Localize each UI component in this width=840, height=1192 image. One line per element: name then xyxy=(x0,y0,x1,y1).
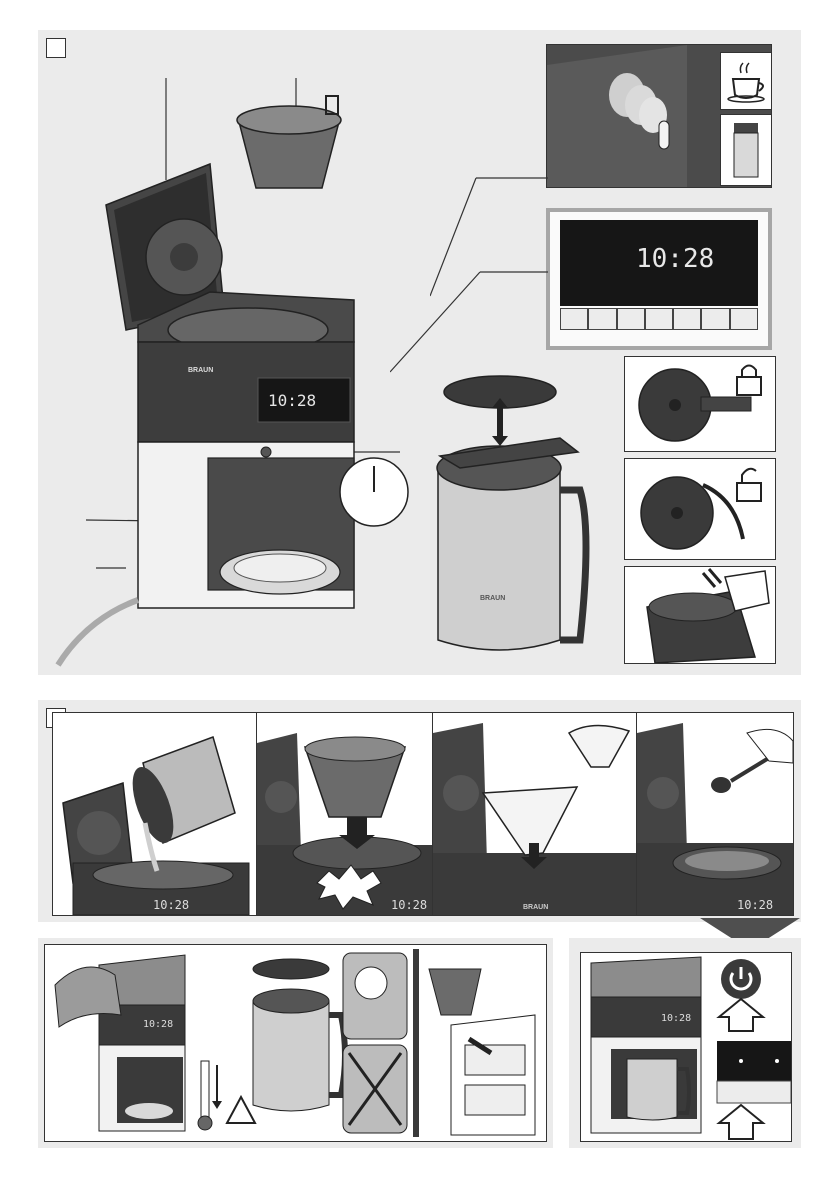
lock-closed-icon xyxy=(737,366,761,396)
step-insert-filter: 10:28 xyxy=(256,712,434,916)
thermometer-icon xyxy=(198,1061,222,1130)
step-paper-filter: BRAUN xyxy=(432,712,638,916)
display-button-7[interactable] xyxy=(730,308,758,330)
display-button-2[interactable] xyxy=(588,308,616,330)
arrow-up-icon xyxy=(719,999,763,1031)
step-pour-water: 10:28 xyxy=(52,712,258,916)
brew-start-frame: 10:28 xyxy=(580,952,792,1142)
lid-unlocked-frame xyxy=(624,458,776,560)
display-detail-frame: 10:28 xyxy=(546,208,772,350)
display-button-6[interactable] xyxy=(701,308,729,330)
display-button-1[interactable] xyxy=(560,308,588,330)
display-button-4[interactable] xyxy=(645,308,673,330)
step2-display-time: 10:28 xyxy=(391,898,427,912)
section3-display-time: 10:28 xyxy=(143,1019,173,1030)
step1-display-time: 10:28 xyxy=(153,898,189,912)
display-button-3[interactable] xyxy=(617,308,645,330)
carafe-brand-logo: BRAUN xyxy=(480,595,505,602)
section-1-step-box xyxy=(46,38,66,58)
cleaning-frame: 10:28 xyxy=(44,944,547,1142)
pour-frame xyxy=(624,566,776,664)
body-brand-logo: BRAUN xyxy=(188,367,213,374)
coffee-cup-icon xyxy=(720,52,772,110)
display-button-5[interactable] xyxy=(673,308,701,330)
body-display-time: 10:28 xyxy=(268,391,316,410)
dishwasher-icon xyxy=(451,1015,535,1135)
lid-locked-frame xyxy=(624,356,776,452)
warning-triangle-icon xyxy=(227,1097,255,1123)
coffee-canister-icon xyxy=(720,114,772,186)
lock-open-icon xyxy=(737,469,761,501)
section4-display-time: 10:28 xyxy=(661,1013,691,1024)
display-button-row xyxy=(560,308,758,330)
display-leader-line xyxy=(390,266,550,376)
step3-brand-logo: BRAUN xyxy=(523,904,548,911)
arrow-down-icon xyxy=(492,398,508,446)
step-add-coffee: 10:28 xyxy=(636,712,794,916)
display-screen: 10:28 xyxy=(560,220,758,306)
step4-display-time: 10:28 xyxy=(737,898,773,912)
display-time: 10:28 xyxy=(636,244,714,274)
arrow-up-icon xyxy=(719,1105,763,1139)
